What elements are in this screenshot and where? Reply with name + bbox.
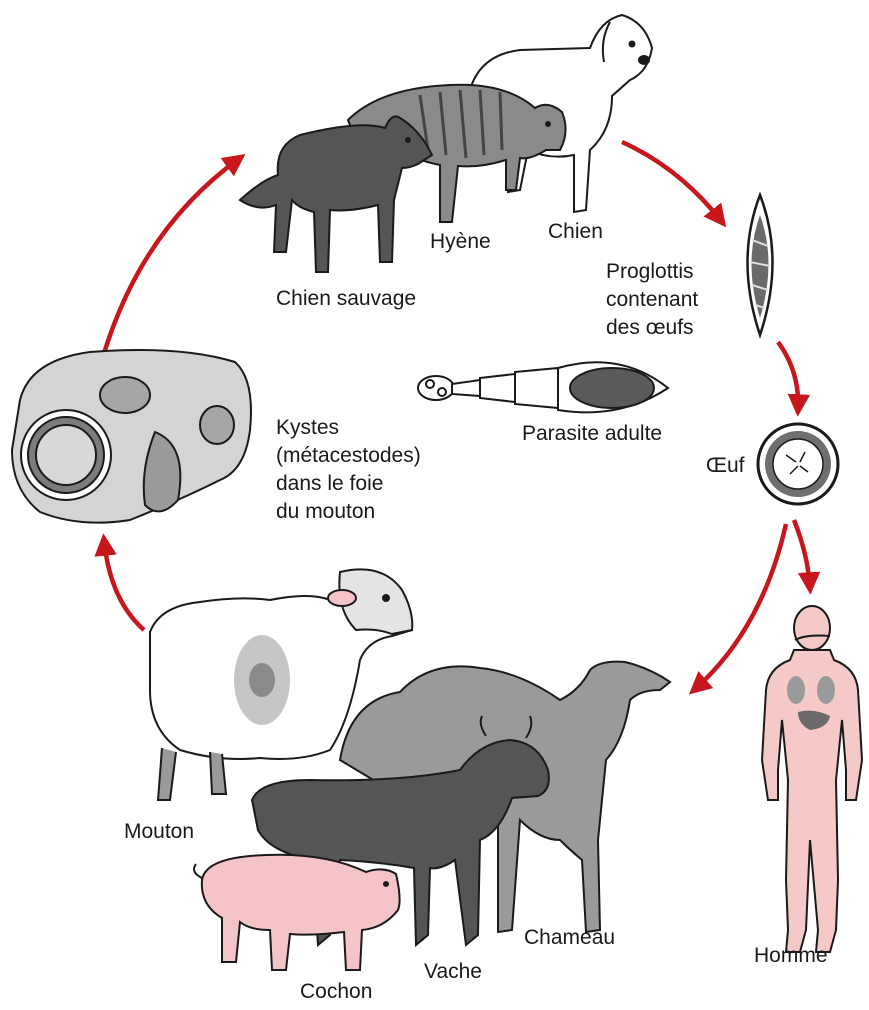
label-kystes-line-3: dans le foie <box>276 470 456 498</box>
egg-icon <box>758 424 838 504</box>
label-proglottis-line-1: Proglottis <box>606 258 726 286</box>
arrow-dog-to-proglottis <box>622 142 722 222</box>
pig-icon <box>194 855 400 970</box>
label-cochon: Cochon <box>300 978 372 1006</box>
arrow-liver-to-wild-dog <box>102 158 240 360</box>
label-kystes-line-2: (métacestodes) <box>276 442 456 470</box>
label-chien: Chien <box>548 218 603 246</box>
arrow-egg-to-human <box>794 520 810 588</box>
label-kystes-line-1: Kystes <box>276 414 456 442</box>
label-vache: Vache <box>424 958 482 986</box>
human-icon <box>762 606 862 952</box>
arrow-egg-to-intermediate-hosts <box>694 524 786 690</box>
label-kystes-line-4: du mouton <box>276 498 456 526</box>
label-oeuf: Œuf <box>706 452 745 480</box>
label-proglottis-line-2: contenant <box>606 286 726 314</box>
proglottid-icon <box>748 195 773 335</box>
label-homme: Homme <box>754 942 828 970</box>
liver-cyst-icon <box>12 350 251 523</box>
label-parasite-adulte: Parasite adulte <box>522 420 662 448</box>
label-kystes: Kystes (métacestodes) dans le foie du mo… <box>276 414 456 526</box>
label-hyene: Hyène <box>430 228 491 256</box>
label-chameau: Chameau <box>524 924 615 952</box>
label-mouton: Mouton <box>124 818 194 846</box>
label-proglottis-line-3: des œufs <box>606 314 726 342</box>
arrow-sheep-to-liver <box>104 540 144 630</box>
label-proglottis: Proglottis contenant des œufs <box>606 258 726 342</box>
label-chien-sauvage: Chien sauvage <box>276 285 416 313</box>
wild-dog-icon <box>240 116 432 272</box>
adult-tapeworm-icon <box>418 362 668 412</box>
arrow-proglottis-to-egg <box>778 342 798 410</box>
